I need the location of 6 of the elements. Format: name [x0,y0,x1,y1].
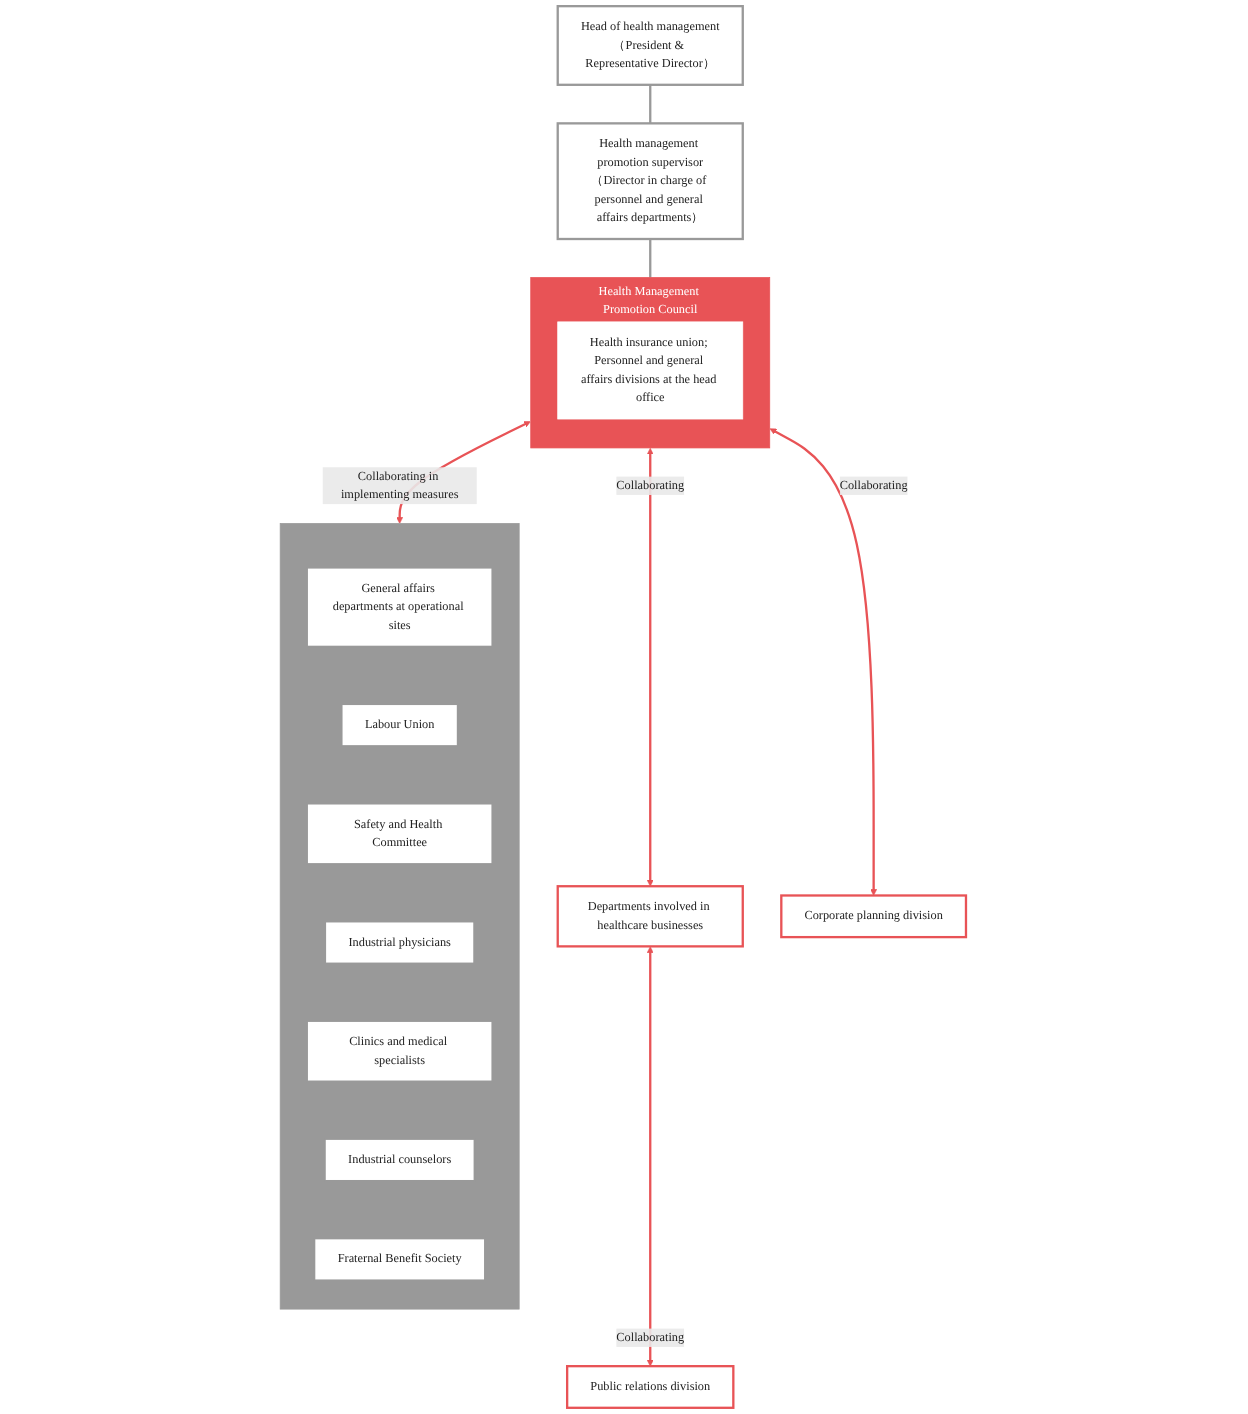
arrow [647,447,655,887]
connector [650,84,653,124]
cluster [280,523,521,1310]
connector [650,239,653,278]
arrow [770,428,878,896]
arrow [647,946,655,1367]
